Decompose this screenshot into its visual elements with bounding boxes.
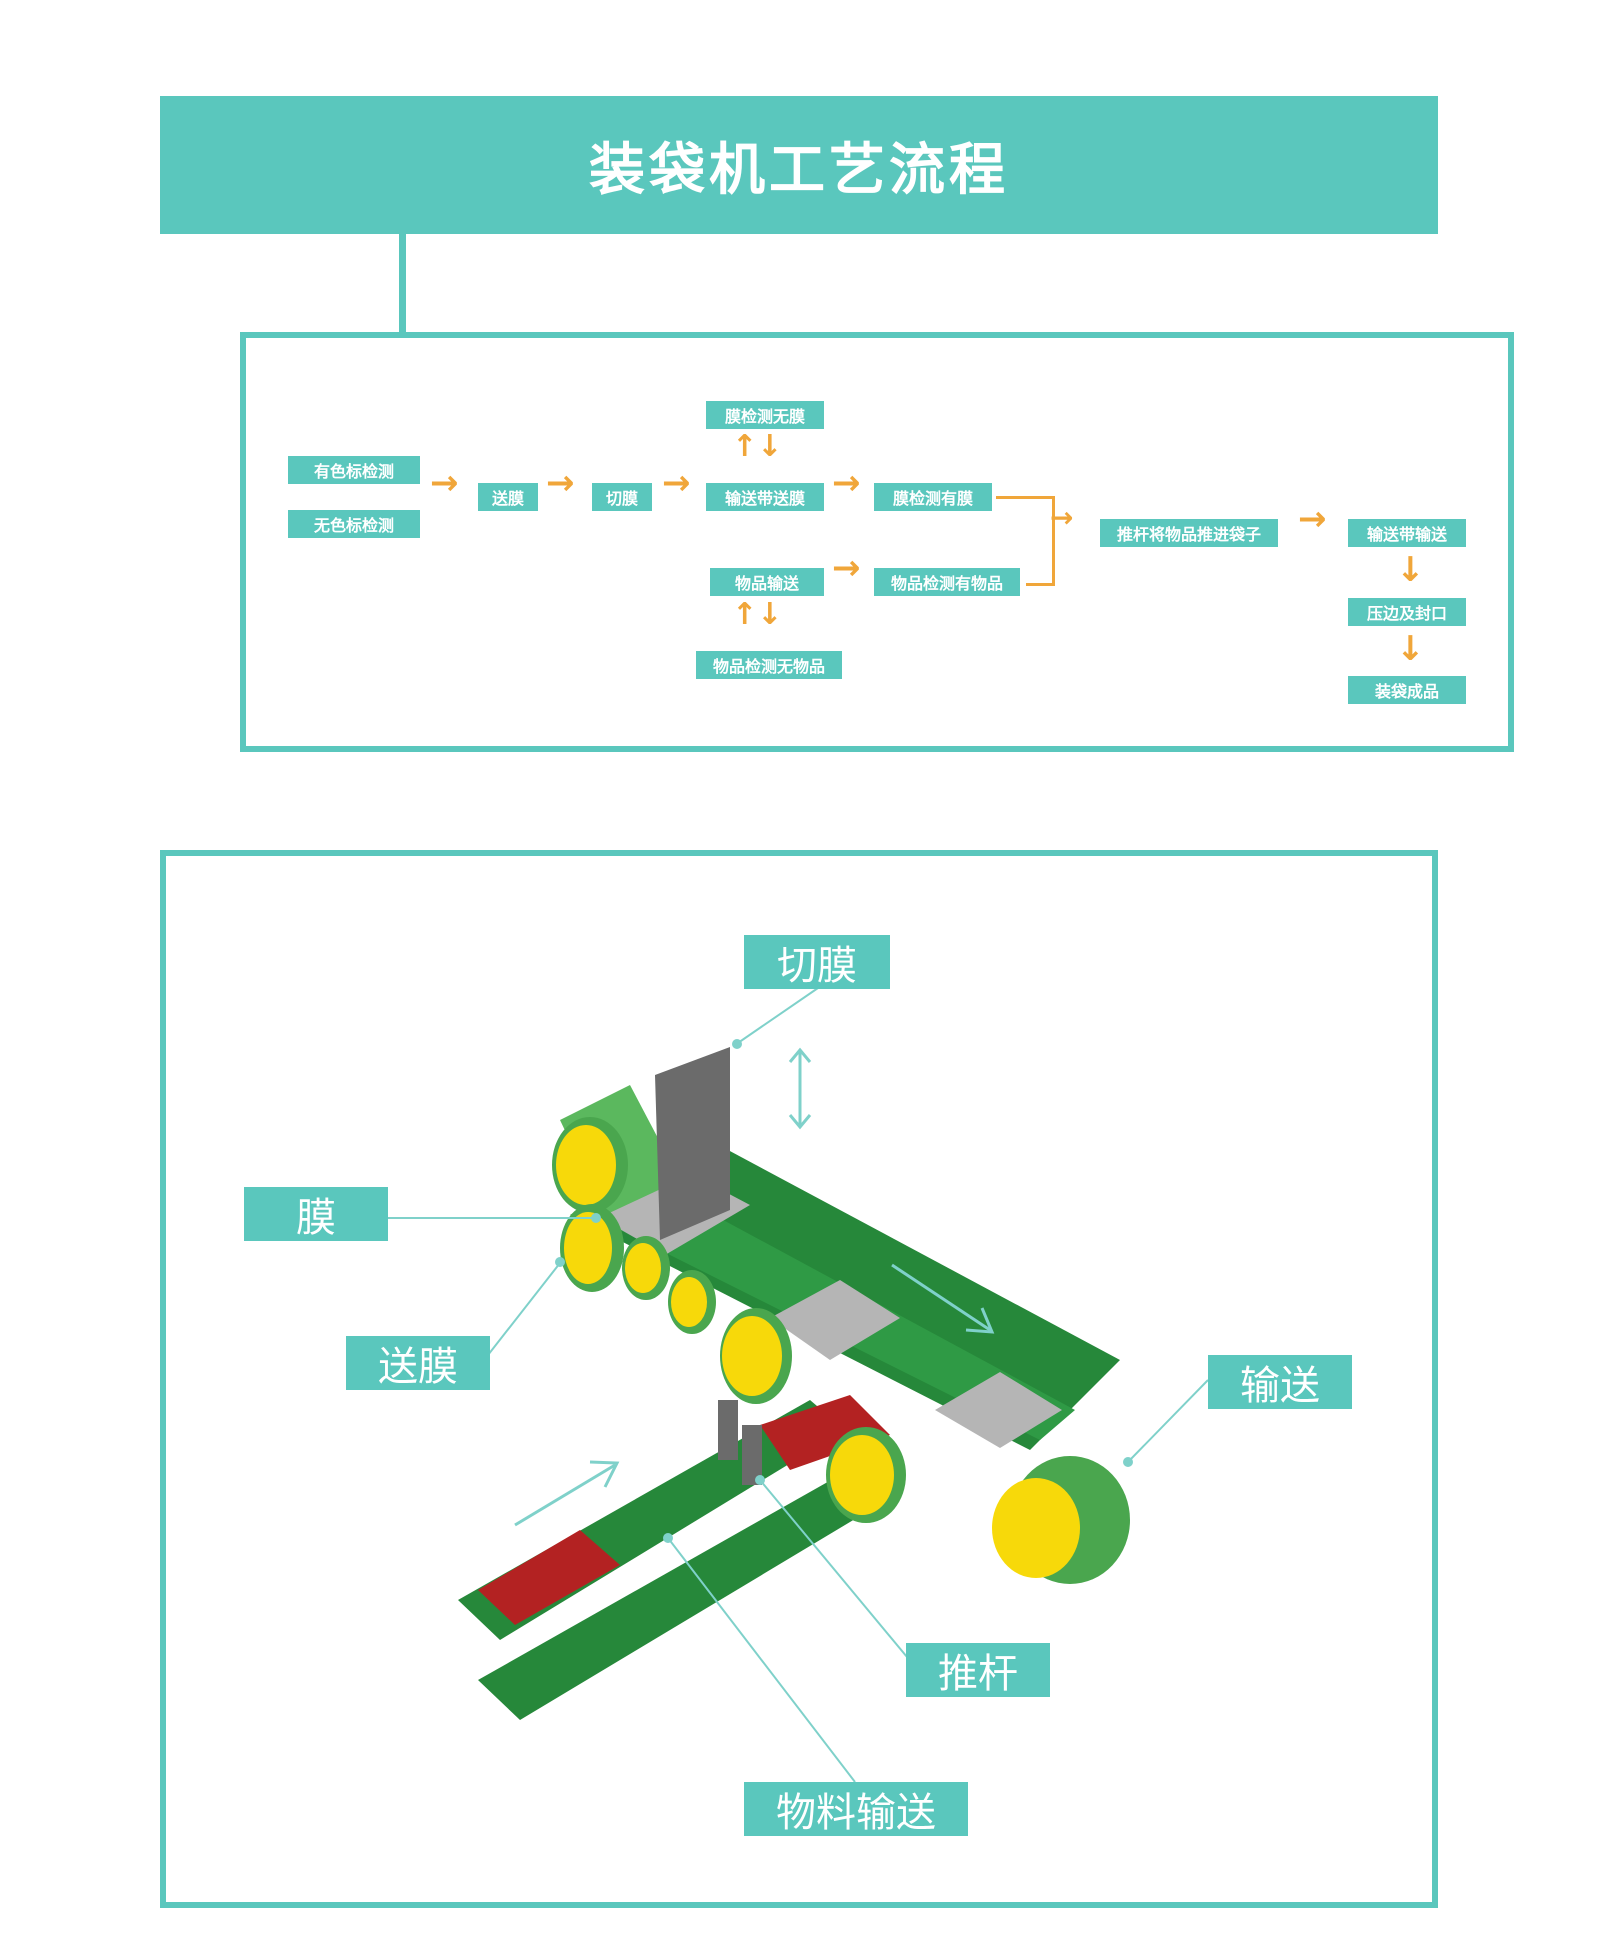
- node-push-rod: 推杆将物品推进袋子: [1100, 519, 1278, 547]
- cutting-blade: [655, 1047, 730, 1240]
- leader-material-convey: [667, 1537, 856, 1783]
- merge-bracket-bottom: [1026, 530, 1055, 586]
- film-patch: [935, 1372, 1062, 1448]
- feed-roller-face: [564, 1212, 612, 1284]
- node-film-check-none: 膜检测无膜: [706, 401, 824, 429]
- arrow-right-icon: →: [832, 463, 861, 503]
- item-red-patch: [478, 1530, 620, 1625]
- leader-feed-film: [487, 1262, 561, 1356]
- label-convey: 输送: [1208, 1355, 1352, 1409]
- node-belt-feed-film: 输送带送膜: [706, 483, 824, 511]
- node-belt-convey: 输送带输送: [1348, 519, 1466, 547]
- feed-roller-face: [722, 1316, 782, 1396]
- node-bag-product: 装袋成品: [1348, 676, 1466, 704]
- upper-roller-face: [556, 1125, 616, 1205]
- title-connector: [399, 234, 406, 334]
- arrow-up-down-icon: ↑↓: [732, 597, 783, 632]
- arrow-down-icon: ↓: [1396, 550, 1425, 590]
- arrow-right-icon: →: [1298, 499, 1327, 539]
- arrow-right-icon: →: [832, 548, 861, 588]
- arrow-up-down-icon: ↑↓: [732, 429, 783, 464]
- node-press-seal: 压边及封口: [1348, 598, 1466, 626]
- label-feed-film: 送膜: [346, 1336, 490, 1390]
- merge-bracket-top: [996, 496, 1055, 533]
- feed-roller-face: [625, 1243, 661, 1293]
- end-roller-face: [992, 1478, 1080, 1578]
- feed-roller-face: [671, 1277, 707, 1327]
- arrow-right-icon: →: [546, 463, 575, 503]
- leader-convey: [1127, 1379, 1209, 1463]
- flowchart-panel: 有色标检测 无色标检测 → 送膜 → 切膜 → 膜检测无膜 ↑↓ 输送带送膜 →…: [240, 332, 1514, 752]
- node-feed-film: 送膜: [478, 483, 538, 511]
- material-roller-face: [830, 1435, 894, 1515]
- node-color-mark-detect: 有色标检测: [288, 456, 420, 484]
- arrow-right-icon: →: [430, 463, 459, 503]
- push-rod-left: [718, 1400, 738, 1460]
- push-rod-right: [742, 1425, 762, 1485]
- node-item-convey: 物品输送: [710, 568, 824, 596]
- page-title: 装袋机工艺流程: [160, 96, 1438, 234]
- node-item-check-none: 物品检测无物品: [696, 651, 842, 679]
- label-film: 膜: [244, 1187, 388, 1241]
- convey-direction-arrow: [891, 1263, 991, 1332]
- leader-push-rod: [759, 1479, 913, 1664]
- arrow-down-icon: ↓: [1396, 629, 1425, 669]
- item-red-patch: [760, 1395, 890, 1470]
- film-patch: [770, 1280, 900, 1360]
- material-direction-arrow: [514, 1463, 616, 1527]
- node-item-check-has: 物品检测有物品: [874, 568, 1020, 596]
- label-push-rod: 推杆: [906, 1643, 1050, 1697]
- node-no-color-mark-detect: 无色标检测: [288, 510, 420, 538]
- label-material-convey: 物料输送: [744, 1782, 968, 1836]
- node-film-check-has: 膜检测有膜: [874, 483, 992, 511]
- label-cut-film: 切膜: [744, 935, 890, 989]
- arrow-right-icon: →: [662, 463, 691, 503]
- node-cut-film: 切膜: [592, 483, 652, 511]
- material-conveyor-bottom: [478, 1475, 870, 1720]
- leader-cut-film: [734, 987, 819, 1046]
- arrow-right-icon: →: [1050, 501, 1074, 534]
